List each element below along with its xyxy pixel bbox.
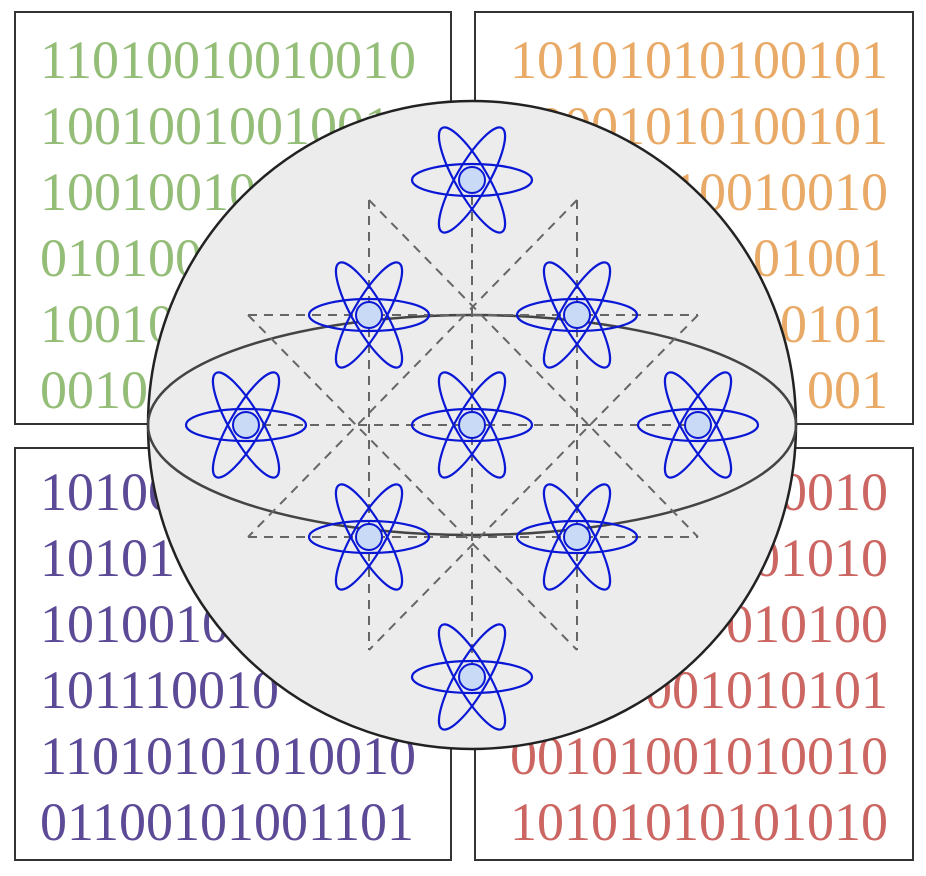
binary-line: 101110010 xyxy=(40,660,279,720)
orbit xyxy=(542,261,612,369)
orbit xyxy=(211,371,281,479)
binary-line: 010100 xyxy=(40,228,202,288)
orbit xyxy=(542,261,612,369)
orbit xyxy=(515,297,639,333)
binary-line: 10010010 xyxy=(40,162,256,222)
orbit xyxy=(636,407,760,443)
orbit xyxy=(437,126,507,234)
nucleus xyxy=(458,166,486,194)
orbit xyxy=(542,483,612,591)
orbit xyxy=(410,407,534,443)
orbit xyxy=(437,623,507,731)
nucleus xyxy=(458,411,486,439)
orbit xyxy=(211,371,281,479)
nucleus xyxy=(684,411,712,439)
binary-line: 11010010010010 xyxy=(40,30,416,90)
binary-line: 010100 xyxy=(726,594,888,654)
grid-line xyxy=(368,199,699,538)
orbit xyxy=(437,126,507,234)
orbit xyxy=(334,483,404,591)
atom-icon xyxy=(307,483,431,591)
binary-line: 10101010101010 xyxy=(510,792,888,852)
atom-icon xyxy=(515,483,639,591)
atom-icon xyxy=(307,261,431,369)
binary-line: 11010101010010 xyxy=(40,726,416,786)
orbit xyxy=(410,162,534,198)
orbit xyxy=(184,407,308,443)
binary-line: 10010 xyxy=(40,294,175,354)
nucleus xyxy=(355,523,383,551)
atom-icon xyxy=(410,126,534,234)
atom-icon xyxy=(410,623,534,731)
orbit xyxy=(437,371,507,479)
nucleus xyxy=(232,411,260,439)
binary-line: 1010010 xyxy=(40,594,229,654)
grid-line xyxy=(247,314,578,651)
nucleus xyxy=(355,301,383,329)
orbit xyxy=(515,519,639,555)
nucleus xyxy=(458,663,486,691)
orbit xyxy=(307,297,431,333)
binary-line: 10101 xyxy=(40,528,175,588)
binary-line: 0010 xyxy=(780,462,888,522)
atom-icon xyxy=(636,371,760,479)
binary-line: 01100101001101 xyxy=(40,792,414,852)
nucleus xyxy=(563,523,591,551)
orbit xyxy=(542,483,612,591)
grid-line xyxy=(247,199,578,538)
orbit xyxy=(663,371,733,479)
grid-line xyxy=(368,314,699,651)
orbit xyxy=(437,371,507,479)
binary-line: 10101010100101 xyxy=(510,30,888,90)
orbit xyxy=(334,261,404,369)
orbit xyxy=(410,659,534,695)
atom-icon xyxy=(184,371,308,479)
atom-icon xyxy=(515,261,639,369)
binary-line: 01001 xyxy=(753,228,888,288)
binary-line: 00101001010010 xyxy=(510,726,888,786)
orbit xyxy=(307,519,431,555)
binary-line: 0101 xyxy=(780,294,888,354)
atom-icon xyxy=(410,371,534,479)
atom-lattice xyxy=(184,126,760,731)
orbit xyxy=(437,623,507,731)
binary-line: 0010 xyxy=(40,360,148,420)
orbit xyxy=(334,261,404,369)
orbit xyxy=(663,371,733,479)
nucleus xyxy=(563,301,591,329)
binary-line: 001 xyxy=(807,360,888,420)
binary-text-block: 10100 10101 1010010 101110010 1101010101… xyxy=(40,462,416,852)
orbit xyxy=(334,483,404,591)
